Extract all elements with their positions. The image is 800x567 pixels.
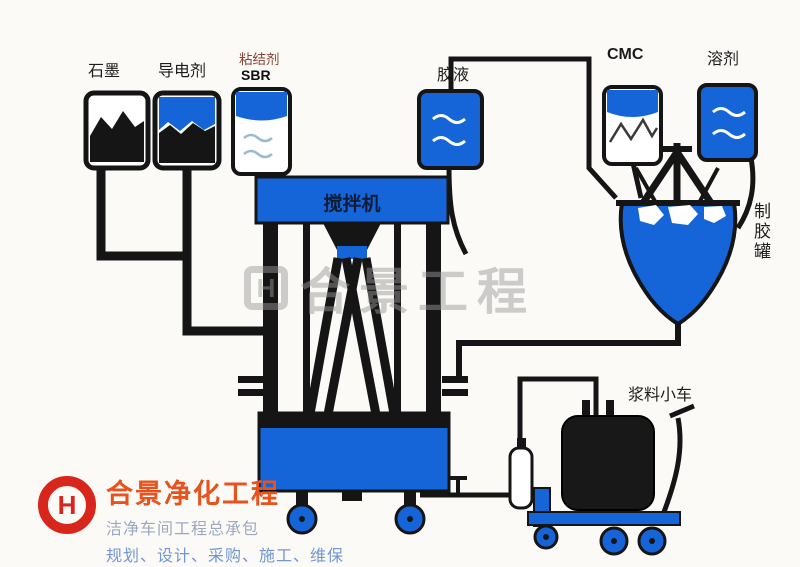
glue-tank-funnel-right <box>697 167 720 204</box>
glue-liquid-wave-2 <box>432 136 466 146</box>
valve-handle <box>449 476 467 496</box>
conductive-material <box>159 123 215 163</box>
label-conductive-agent: 导电剂 <box>158 63 207 80</box>
bottle-body <box>508 446 534 510</box>
mixer-wheel-hub-left <box>299 516 305 522</box>
mixer-arm-1 <box>303 257 343 426</box>
graphite-hopper <box>83 90 151 171</box>
glue-tank-chunk-2 <box>668 205 698 225</box>
binder-wave-1 <box>243 133 273 143</box>
company-subtitle: 洁净车间工程总承包 <box>106 521 260 538</box>
cart-nozzle-left <box>582 400 590 420</box>
pipe-glue-liquid-bottom <box>446 166 469 256</box>
binder-wave-2 <box>243 149 273 159</box>
cart-handle <box>661 417 683 513</box>
cart-tank <box>561 415 655 511</box>
solvent-wave-2 <box>712 129 746 139</box>
glue-tank-funnel-left <box>634 167 658 204</box>
glue-tank-agitator-leg-left <box>640 150 680 205</box>
pump-bottle <box>508 438 534 510</box>
mixer-column-left <box>263 223 278 432</box>
pipe-glue-liquid-top <box>448 56 618 200</box>
cmc-hopper <box>602 85 663 166</box>
cart-wheel-hub-mid <box>611 538 617 544</box>
cart-wheel-hub-rear <box>649 538 655 544</box>
mixer-arm-4 <box>321 257 363 426</box>
label-glue-liquid: 胶液 <box>437 67 470 84</box>
mixer-collar-block <box>337 246 367 259</box>
label-binder: 粘结剂 <box>239 52 280 67</box>
conductive-agent-hopper <box>152 90 222 171</box>
glue-tank-bowl <box>618 201 738 327</box>
binder-liquid-top <box>236 92 287 121</box>
solvent-vessel <box>697 83 758 162</box>
solvent-wave-1 <box>712 107 746 117</box>
watermark-logo-icon: H <box>244 266 288 310</box>
mixer-arm-2 <box>361 257 401 426</box>
binder-sbr-hopper <box>231 87 292 176</box>
glue-tank-chunk-3 <box>704 206 726 223</box>
cart-wheel-hub-front <box>543 534 549 540</box>
pipe-graphite <box>96 165 186 261</box>
mixer-fitting-left <box>238 376 264 396</box>
mixer-tank-band <box>259 413 449 428</box>
cart-handle-grip <box>669 403 695 419</box>
mixer-outlet <box>342 491 362 501</box>
watermark: H 合景工程 <box>244 252 536 324</box>
pipe-glue-tank-outlet <box>456 320 681 376</box>
mixer-fitting-right <box>442 376 468 396</box>
conductive-liquid <box>159 97 215 131</box>
mixer-wheel-hub-right <box>407 516 413 522</box>
company-logo-block: H 合景净化工程 洁净车间工程总承包 规划、设计、采购、施工、维保 <box>38 472 344 566</box>
piping <box>96 56 756 498</box>
bottle-cap <box>517 438 526 452</box>
solvent-body <box>697 83 758 162</box>
mixer-caster-stem-right <box>404 491 416 507</box>
graphite-material <box>90 111 144 162</box>
glue-liquid-wave-1 <box>432 114 466 124</box>
mixer-rail-left <box>303 223 310 420</box>
company-text-block: 合景净化工程 洁净车间工程总承包 规划、设计、采购、施工、维保 <box>106 472 344 566</box>
mixer-collar <box>323 223 381 250</box>
mixer <box>238 175 468 535</box>
mixer-column-right <box>426 223 441 432</box>
glue-liquid-vessel <box>417 89 484 170</box>
glue-tank <box>616 143 740 327</box>
cart-nozzle-right <box>606 400 614 420</box>
pipe-cmc-outlet <box>630 162 644 199</box>
company-tagline: 规划、设计、采购、施工、维保 <box>106 548 345 565</box>
label-sbr: SBR <box>241 67 271 83</box>
label-cmc: CMC <box>607 46 644 63</box>
slurry-cart <box>527 400 695 556</box>
label-slurry-cart: 浆料小车 <box>628 387 693 404</box>
label-glue-tank: 制胶罐 <box>751 202 770 262</box>
glue-liquid-body <box>417 89 484 170</box>
cmc-material-line <box>608 117 659 143</box>
label-solvent: 溶剂 <box>707 51 740 68</box>
cmc-liquid-top <box>607 90 658 117</box>
company-logo-icon: H <box>38 476 96 534</box>
label-mixer: 搅拌机 <box>323 194 381 215</box>
mixer-rail-right <box>394 223 401 420</box>
mixer-caster-stem-left <box>296 491 308 507</box>
cart-platform <box>527 511 681 526</box>
company-title: 合景净化工程 <box>106 479 280 509</box>
glue-tank-chunk-1 <box>638 205 664 225</box>
watermark-text: 合景工程 <box>300 264 536 320</box>
pipe-conductive <box>182 165 263 336</box>
pipe-solvent-outlet <box>735 157 756 230</box>
label-graphite: 石墨 <box>88 63 121 80</box>
